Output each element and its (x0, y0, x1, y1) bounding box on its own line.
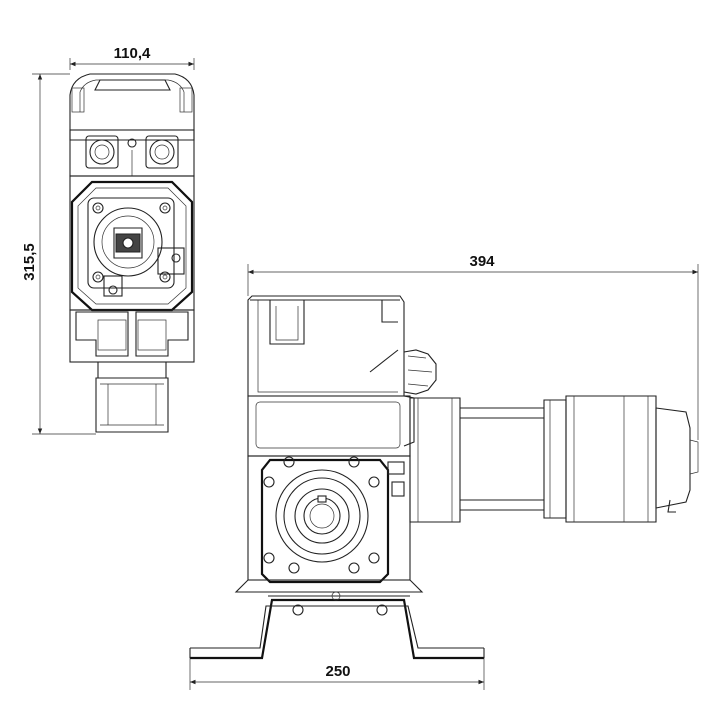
dimension-front-width: 110,4 (69, 45, 195, 70)
front-view (69, 73, 195, 433)
cable-gland-left (85, 135, 119, 169)
side-view (189, 295, 699, 660)
dim-label-front-height: 315,5 (21, 243, 38, 281)
dim-label-base-width: 250 (325, 663, 350, 680)
side-cable-gland (403, 349, 437, 395)
dim-label-side-length: 394 (469, 253, 495, 270)
dimension-base-width: 250 (189, 658, 485, 690)
motor-body (409, 395, 699, 523)
dimension-side-length: 394 (247, 253, 699, 440)
dimension-front-height: 315,5 (21, 73, 96, 435)
cable-gland-right (145, 135, 179, 169)
output-shaft (275, 469, 369, 563)
dim-label-front-width: 110,4 (114, 45, 151, 62)
